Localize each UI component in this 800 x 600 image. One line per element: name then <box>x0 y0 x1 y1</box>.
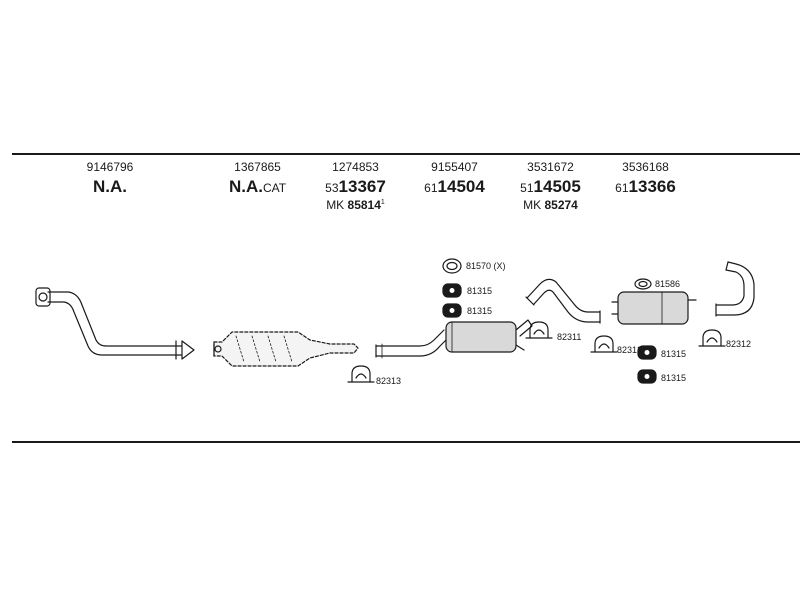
part-label-81315: 81315 <box>467 286 492 296</box>
part-column-intermediate-pipe: 3531672 5114505 MK 85274 <box>508 160 593 212</box>
part-code-main: 14504 <box>437 177 485 196</box>
part-label-82313: 82313 <box>376 376 401 386</box>
top-rule <box>12 153 800 155</box>
part-code-prefix: 51 <box>520 181 534 195</box>
mounting-kit-number: 85814 <box>347 198 381 212</box>
part-label-82312: 82312 <box>726 339 751 349</box>
intermediate-pipe-drawing <box>525 278 601 324</box>
part-code-main: N.A. <box>228 177 263 196</box>
rubber-mount-icon <box>442 303 462 318</box>
part-label-82311: 82311 <box>557 332 581 342</box>
clamp-icon <box>698 329 726 347</box>
middle-pipe-drawing <box>375 329 449 359</box>
oe-number: 1367865 <box>234 160 281 174</box>
mounting-kit: MK 85274 <box>508 198 593 212</box>
part-code: 6114504 <box>412 177 497 197</box>
rubber-mount-icon <box>637 345 657 360</box>
catalytic-converter-drawing <box>213 331 359 367</box>
part-label-81586: 81586 <box>655 279 680 289</box>
oe-number: 1274853 <box>332 160 379 174</box>
clamp-icon <box>347 365 375 383</box>
mounting-kit-prefix: MK <box>523 198 542 212</box>
clamp-icon <box>525 321 553 339</box>
part-code: N.A.CAT <box>210 177 305 197</box>
part-column-middle-pipe: 1274853 5313367 MK 858141 <box>308 160 403 212</box>
oe-number: 9146796 <box>86 160 134 174</box>
bottom-rule <box>12 441 800 443</box>
rubber-mount-icon <box>637 369 657 384</box>
part-code-main: 13366 <box>628 177 676 196</box>
part-label-81315: 81315 <box>661 349 686 359</box>
part-code-main: 13367 <box>338 177 386 196</box>
part-code: N.A. <box>72 177 148 197</box>
seal-ring-icon <box>442 258 462 274</box>
part-code: 6113366 <box>603 177 688 197</box>
part-code-main: N.A. <box>93 177 127 196</box>
part-label-81315: 81315 <box>661 373 686 383</box>
part-code: 5313367 <box>308 177 403 197</box>
part-code-main: 14505 <box>533 177 581 196</box>
part-label-81570: 81570 (X) <box>466 261 506 271</box>
tail-pipe-drawing <box>715 261 755 317</box>
front-pipe-drawing <box>35 287 195 360</box>
oe-number: 3531672 <box>527 160 574 174</box>
part-label-81315: 81315 <box>467 306 492 316</box>
part-column-front-pipe: 9146796 N.A. <box>72 160 148 197</box>
part-column-catalyst: 1367865 N.A.CAT <box>210 160 305 197</box>
mounting-kit-number: 85274 <box>544 198 578 212</box>
clamp-icon <box>590 335 618 353</box>
rear-silencer-drawing <box>611 291 697 325</box>
rubber-mount-icon <box>442 283 462 298</box>
part-label-82312: 82312 <box>617 345 642 355</box>
mounting-kit: MK 858141 <box>308 198 403 212</box>
part-column-rear-silencer: 3536168 6113366 <box>603 160 688 197</box>
part-code-suffix: CAT <box>262 181 287 195</box>
part-code-prefix: 61 <box>424 181 438 195</box>
seal-ring-icon <box>634 278 652 290</box>
mounting-kit-prefix: MK <box>326 198 345 212</box>
middle-silencer-drawing <box>445 319 533 353</box>
oe-number: 9155407 <box>431 160 478 174</box>
mounting-kit-note: 1 <box>380 199 385 206</box>
part-code-prefix: 61 <box>615 181 629 195</box>
oe-number: 3536168 <box>622 160 669 174</box>
part-code: 5114505 <box>508 177 593 197</box>
part-code-prefix: 53 <box>325 181 339 195</box>
part-column-middle-silencer: 9155407 6114504 <box>412 160 497 197</box>
